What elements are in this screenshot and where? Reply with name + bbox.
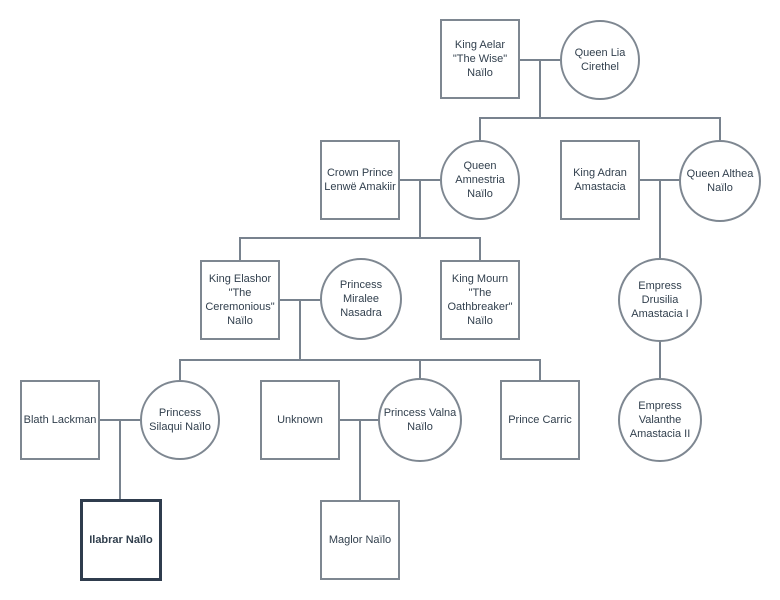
- connector-drop-valna: [419, 360, 421, 380]
- node-label: Maglor Naïlo: [328, 534, 392, 546]
- node-label: Crown Prince Lenwë Amakiir: [324, 167, 396, 193]
- connector-siblings-gen4: [179, 359, 541, 361]
- connector-drop-mourn: [479, 238, 481, 260]
- node-princess-valna[interactable]: Princess Valna Naïlo: [378, 378, 462, 462]
- node-label: King Mourn "The Oathbreaker" Naïlo: [447, 273, 513, 327]
- connector-drop-ilabrar: [119, 420, 121, 500]
- node-maglor[interactable]: Maglor Naïlo: [320, 500, 400, 580]
- connector-drop-althea: [719, 118, 721, 140]
- node-label: King Adran Amastacia: [573, 167, 627, 193]
- node-label: King Elashor "The Ceremonious" Naïlo: [205, 273, 275, 327]
- connector-siblings-gen2: [479, 117, 721, 119]
- node-king-mourn[interactable]: King Mourn "The Oathbreaker" Naïlo: [440, 260, 520, 340]
- node-queen-amnestria[interactable]: Queen Amnestria Naïlo: [440, 140, 520, 220]
- connector-drusilia-valanthe: [659, 340, 661, 380]
- node-label: Prince Carric: [508, 414, 572, 426]
- node-crown-prince-lenwe[interactable]: Crown Prince Lenwë Amakiir: [320, 140, 400, 220]
- connector-drop-drusilia: [659, 180, 661, 260]
- connector-drop-elashor: [239, 238, 241, 260]
- node-ilabrar[interactable]: Ilabrar Naïlo: [80, 499, 162, 581]
- node-blath-lackman[interactable]: Blath Lackman: [20, 380, 100, 460]
- node-unknown[interactable]: Unknown: [260, 380, 340, 460]
- node-king-aelar[interactable]: King Aelar "The Wise" Naïlo: [440, 19, 520, 99]
- node-label: Unknown: [277, 414, 323, 426]
- node-queen-lia[interactable]: Queen Lia Cirethel: [560, 20, 640, 100]
- node-queen-althea[interactable]: Queen Althea Naïlo: [679, 140, 761, 222]
- node-princess-miralee[interactable]: Princess Miralee Nasadra: [320, 258, 402, 340]
- node-princess-silaqui[interactable]: Princess Silaqui Naïlo: [140, 380, 220, 460]
- node-label: Queen Lia Cirethel: [574, 47, 626, 73]
- node-label: Queen Amnestria Naïlo: [455, 160, 505, 200]
- connector-drop-elashor-miralee: [299, 300, 301, 360]
- node-label: Princess Valna Naïlo: [383, 407, 457, 433]
- connector-drop-maglor: [359, 420, 361, 500]
- node-empress-valanthe[interactable]: Empress Valanthe Amastacia II: [618, 378, 702, 462]
- connector-drop-aelar-lia: [539, 60, 541, 118]
- node-label: Princess Silaqui Naïlo: [149, 407, 211, 433]
- connector-drop-silaqui: [179, 360, 181, 380]
- node-label: King Aelar "The Wise" Naïlo: [452, 39, 508, 79]
- connector-drop-amnestria: [479, 118, 481, 140]
- connector-drop-lenwe-amnestria: [419, 180, 421, 238]
- connector-drop-carric: [539, 360, 541, 380]
- node-label: Queen Althea Naïlo: [686, 168, 754, 194]
- node-prince-carric[interactable]: Prince Carric: [500, 380, 580, 460]
- node-king-adran[interactable]: King Adran Amastacia: [560, 140, 640, 220]
- node-label: Princess Miralee Nasadra: [339, 279, 383, 319]
- node-label: Empress Drusilia Amastacia I: [631, 280, 689, 320]
- connector-siblings-gen3: [239, 237, 481, 239]
- node-king-elashor[interactable]: King Elashor "The Ceremonious" Naïlo: [200, 260, 280, 340]
- node-label: Empress Valanthe Amastacia II: [629, 400, 691, 440]
- node-label: Ilabrar Naïlo: [89, 534, 153, 546]
- node-empress-drusilia[interactable]: Empress Drusilia Amastacia I: [618, 258, 702, 342]
- node-label: Blath Lackman: [23, 414, 97, 426]
